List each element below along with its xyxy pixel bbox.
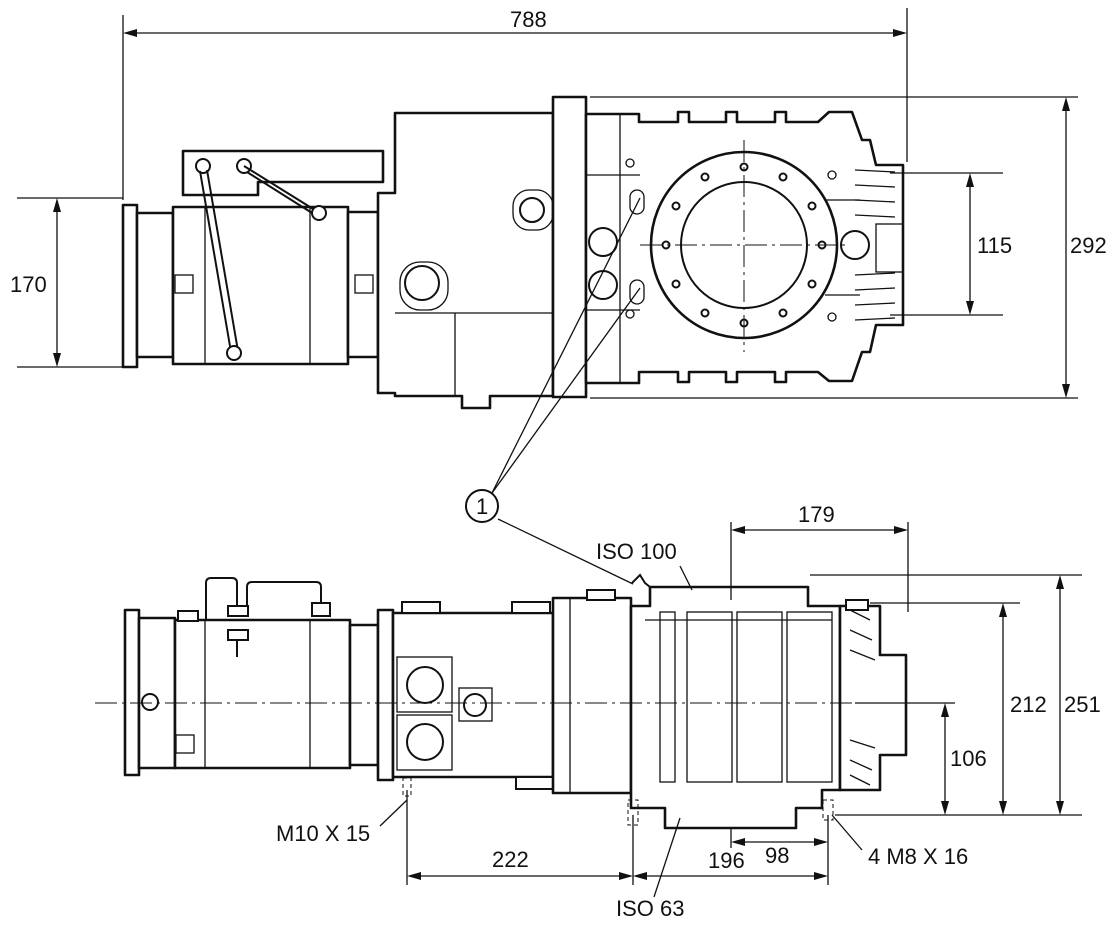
side-inlet-neck [137, 616, 177, 770]
dim-foot-spacing-b: 196 [708, 848, 745, 873]
side-end-cover [838, 604, 908, 792]
item-1-leaders [491, 197, 641, 585]
dim-top-flange-width: 179 [798, 502, 835, 527]
side-rotor-housing [629, 585, 842, 830]
dim-inlet-flange: 170 [10, 272, 47, 297]
top-dimensions [17, 8, 1078, 399]
top-inlet-flange [121, 203, 139, 369]
top-view [121, 95, 905, 410]
label-iso-top: ISO 100 [596, 539, 677, 564]
side-dimensions [379, 522, 1082, 898]
side-motor-cylinder [173, 618, 352, 770]
side-end-plate [551, 596, 633, 795]
top-motor-cylinder [171, 205, 350, 366]
dim-top-height: 292 [1070, 233, 1107, 258]
top-port-bolt-holes [661, 162, 827, 328]
label-thread-left: M10 X 15 [276, 821, 370, 846]
side-view [95, 573, 908, 830]
dim-top-port: 115 [977, 233, 1012, 258]
top-small-markers [625, 158, 837, 322]
item-number-label: 1 [476, 494, 488, 519]
dim-overall-length: 788 [510, 7, 547, 32]
side-inlet-flange [123, 608, 141, 777]
dim-side-height-total: 251 [1064, 692, 1101, 717]
label-iso-bottom: ISO 63 [616, 896, 684, 921]
top-inlet-neck [135, 211, 175, 359]
top-bracket [181, 149, 385, 197]
label-thread-right: 4 M8 X 16 [868, 844, 968, 869]
top-gear-housing [376, 111, 555, 410]
dim-foot-spacing-a: 222 [492, 847, 529, 872]
dim-side-axis-height: 106 [950, 746, 987, 771]
top-end-plate [551, 95, 588, 399]
top-fitting-1 [195, 158, 211, 174]
item-number-balloon [465, 489, 499, 523]
dim-foot-spacing-c: 98 [765, 843, 789, 868]
dim-side-height-flange: 212 [1010, 692, 1047, 717]
